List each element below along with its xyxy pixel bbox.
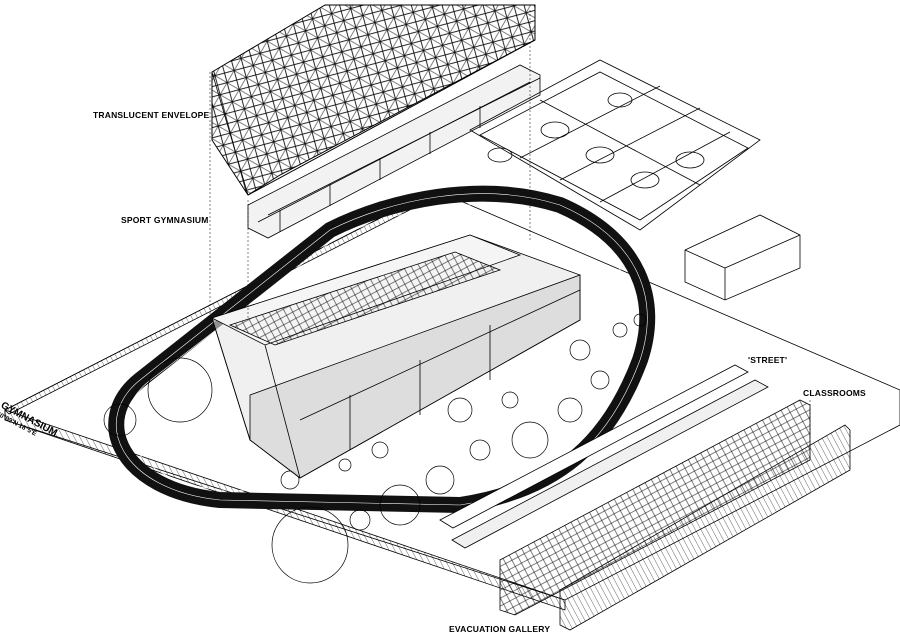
leader-lines bbox=[209, 10, 811, 460]
sports-courts bbox=[469, 59, 761, 231]
sport-gymnasium-label: SPORT GYMNASIUM bbox=[121, 215, 209, 225]
running-track bbox=[108, 185, 656, 514]
translucent-envelope-label: TRANSLUCENT ENVELOPE bbox=[93, 110, 210, 120]
street-label: 'STREET' bbox=[748, 355, 788, 365]
evacuation-gallery-label: EVACUATION GALLERY bbox=[449, 624, 551, 634]
evacuation-gallery bbox=[559, 424, 851, 631]
trees bbox=[103, 313, 647, 584]
main-gymnasium bbox=[210, 234, 581, 479]
classrooms-label: CLASSROOMS bbox=[803, 388, 866, 398]
translucent-envelope-roof bbox=[211, 4, 536, 196]
annex-building bbox=[684, 214, 801, 301]
street-slab bbox=[439, 364, 769, 549]
